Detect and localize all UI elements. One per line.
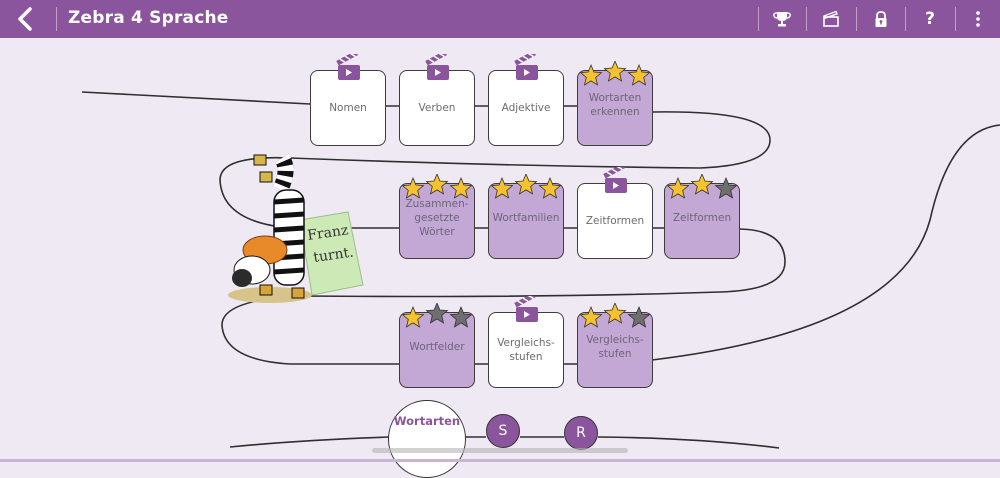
lesson-tile[interactable]: Wortarten erkennen: [577, 70, 653, 146]
lesson-tile[interactable]: Vergleichs- stufen: [577, 312, 653, 388]
star-filled-icon: [514, 174, 538, 195]
node-label: S: [498, 423, 508, 439]
node-label: R: [576, 425, 586, 441]
star-rating: [401, 303, 473, 328]
lesson-tile[interactable]: Zeitformen: [577, 183, 653, 259]
sign-text-line2: turnt.: [312, 244, 354, 265]
star-empty-icon: [449, 305, 473, 328]
lesson-tile-label: Zusammen- gesetzte Wörter: [405, 198, 469, 238]
lesson-tile-label: Wortfamilien: [492, 212, 560, 224]
divider: [955, 7, 956, 31]
chapter-node-r[interactable]: R: [564, 416, 598, 450]
top-bar: Zebra 4 Sprache ?: [0, 0, 1000, 38]
star-filled-icon: [401, 176, 425, 199]
lesson-tile-label: Vergleichs- stufen: [586, 334, 644, 360]
star-filled-icon: [425, 174, 449, 195]
clapperboard-icon: [336, 54, 360, 80]
question-icon: ?: [925, 9, 935, 29]
lesson-tile-label: Zeitformen: [672, 212, 732, 224]
star-empty-icon: [425, 303, 449, 324]
lesson-tile[interactable]: Nomen: [310, 70, 386, 146]
clapperboard-icon: [514, 296, 538, 322]
lesson-tile-label: Adjektive: [501, 102, 551, 114]
lesson-tile[interactable]: Wortfamilien: [488, 183, 564, 259]
star-filled-icon: [579, 305, 603, 328]
trophy-button[interactable]: [764, 4, 800, 34]
bottom-border: [0, 459, 1000, 462]
horizontal-scrollbar[interactable]: [372, 448, 628, 453]
more-menu-button[interactable]: [960, 4, 996, 34]
videos-button[interactable]: [813, 4, 849, 34]
clapperboard-icon: [514, 54, 538, 80]
star-filled-icon: [666, 176, 690, 199]
star-filled-icon: [579, 63, 603, 86]
lesson-tile-label: Verben: [418, 102, 456, 114]
help-button[interactable]: ?: [912, 4, 948, 34]
clapperboard-icon: [823, 10, 839, 27]
chapter-label: Wortarten: [393, 414, 461, 428]
lesson-tile-label: Wortarten erkennen: [588, 92, 642, 118]
star-rating: [666, 174, 738, 199]
lesson-tile-label: Nomen: [329, 102, 367, 114]
star-filled-icon: [603, 61, 627, 82]
star-filled-icon: [449, 176, 473, 199]
trophy-icon: [773, 12, 791, 27]
lesson-tile-label: Zeitformen: [585, 215, 645, 227]
clapperboard-icon: [425, 54, 449, 80]
zebra-handstand-image: Franz turnt.: [228, 153, 364, 303]
lesson-tile[interactable]: Vergleichs- stufen: [488, 312, 564, 388]
star-empty-icon: [714, 176, 738, 199]
divider: [758, 7, 759, 31]
divider: [56, 7, 57, 31]
lesson-tile-label: Wortfelder: [409, 341, 465, 353]
star-filled-icon: [538, 176, 562, 199]
star-filled-icon: [490, 176, 514, 199]
clapperboard-icon: [603, 167, 627, 193]
chevron-left-icon: [18, 7, 32, 31]
zebra-illustration: Franz turnt.: [220, 150, 370, 310]
lock-button[interactable]: [863, 4, 899, 34]
star-filled-icon: [627, 63, 651, 86]
star-rating: [401, 174, 473, 199]
star-rating: [490, 174, 562, 199]
star-filled-icon: [401, 305, 425, 328]
chapter-node-s[interactable]: S: [486, 414, 520, 448]
more-vertical-icon: [976, 11, 980, 27]
lesson-tile[interactable]: Adjektive: [488, 70, 564, 146]
chapter-node-current[interactable]: Wortarten: [388, 400, 466, 478]
back-button[interactable]: [10, 4, 42, 34]
star-filled-icon: [603, 303, 627, 324]
sign-text-line1: Franz: [306, 222, 349, 244]
star-empty-icon: [627, 305, 651, 328]
divider: [905, 7, 906, 31]
app-title: Zebra 4 Sprache: [68, 8, 229, 28]
divider: [856, 7, 857, 31]
lesson-tile-label: Vergleichs- stufen: [497, 337, 555, 363]
star-rating: [579, 61, 651, 86]
divider: [806, 7, 807, 31]
star-filled-icon: [690, 174, 714, 195]
star-rating: [579, 303, 651, 328]
learning-path-line: [81, 91, 1000, 449]
lesson-tile[interactable]: Zusammen- gesetzte Wörter: [399, 183, 475, 259]
lock-icon: [875, 11, 887, 27]
